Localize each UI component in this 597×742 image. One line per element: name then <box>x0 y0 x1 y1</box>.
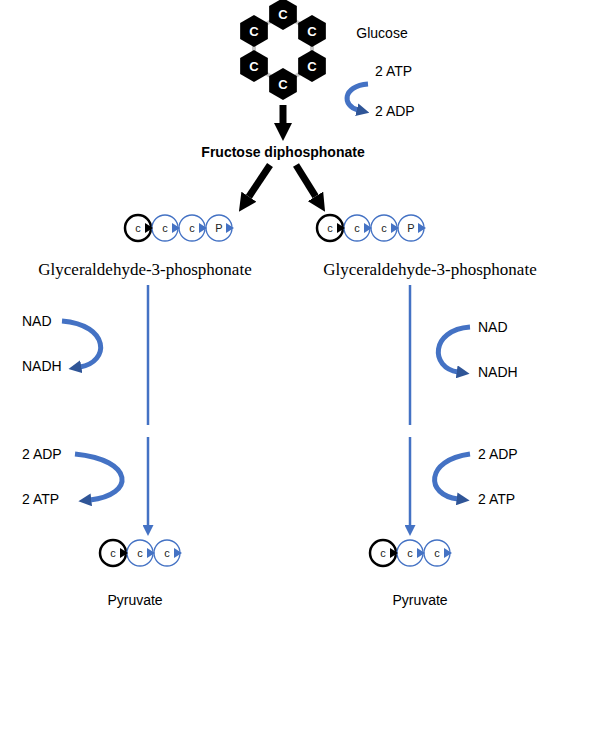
bond-mark <box>147 548 155 558</box>
atom-symbol: C <box>249 24 258 39</box>
pathway-arrow <box>409 285 412 525</box>
compound-label: Glyceraldehyde-3-phosphonate <box>323 260 536 280</box>
atom-symbol: C <box>249 59 258 74</box>
atom-symbol: c <box>137 547 143 559</box>
curved-arrow <box>347 84 368 110</box>
compound-label: Fructose diphosphonate <box>201 144 364 160</box>
pathway-arrow <box>296 165 316 196</box>
cofactor-label: 2 ADP <box>22 446 62 462</box>
atom-symbol: C <box>307 24 316 39</box>
bond-mark <box>199 223 207 233</box>
pathway-arrow <box>147 285 150 525</box>
atom-symbol: C <box>278 7 287 22</box>
atom-symbol: c <box>164 547 170 559</box>
curved-arrow <box>75 454 122 500</box>
pathway-arrow <box>249 165 270 197</box>
pyruvate-molecule: c c cPyruvate <box>97 537 188 611</box>
carbon-hexagon <box>298 50 326 82</box>
carbon-hexagon <box>240 50 268 82</box>
cofactor-label: NAD <box>22 313 52 329</box>
cofactor-label: 2 ADP <box>478 446 518 462</box>
bond-mark <box>174 548 182 558</box>
atom-symbol: P <box>407 222 414 234</box>
curved-arrow <box>435 454 470 499</box>
carbon-hexagon <box>298 15 326 47</box>
atom-symbol: c <box>327 222 333 234</box>
bond-mark <box>145 223 153 233</box>
bond-mark <box>444 548 452 558</box>
curved-arrow <box>438 327 470 372</box>
glucose-molecule: C C C C C C Glucose <box>235 0 411 103</box>
curved-arrow <box>62 321 101 367</box>
bond-mark <box>417 548 425 558</box>
bond-mark <box>391 223 399 233</box>
atom-symbol: C <box>278 77 287 92</box>
cofactor-label: 2 ATP <box>375 63 412 79</box>
atom-symbol: P <box>215 222 222 234</box>
cofactor-label: 2 ADP <box>375 103 415 119</box>
carbon-hexagon <box>240 15 268 47</box>
bond-mark <box>226 223 234 233</box>
atom-symbol: c <box>407 547 413 559</box>
cofactor-label: NADH <box>22 358 62 374</box>
cofactor-label: 2 ATP <box>478 491 515 507</box>
bond-mark <box>364 223 372 233</box>
atom-symbol: c <box>380 547 386 559</box>
atom-symbol: c <box>135 222 141 234</box>
pathway-arrow <box>280 105 287 123</box>
atom-symbol: c <box>381 222 387 234</box>
bond-mark <box>172 223 180 233</box>
g3p-molecule: c c c P Glyceraldehyde-3-phosphonate <box>35 212 255 283</box>
atom-symbol: c <box>189 222 195 234</box>
compound-name: Fructose diphosphonate <box>198 141 368 163</box>
carbon-hexagon <box>269 0 297 30</box>
cofactor-label: NADH <box>478 364 518 380</box>
cofactor-label: 2 ATP <box>22 491 59 507</box>
compound-label: Pyruvate <box>107 592 162 608</box>
compound-label: Glucose <box>356 25 407 41</box>
atom-symbol: c <box>110 547 116 559</box>
compound-label: Glyceraldehyde-3-phosphonate <box>38 260 251 280</box>
carbon-hexagon <box>269 68 297 100</box>
molecule-outline <box>235 0 411 103</box>
bond-mark <box>120 548 128 558</box>
atom-symbol: C <box>307 59 316 74</box>
cofactor-label: NAD <box>478 319 508 335</box>
bond-mark <box>390 548 398 558</box>
pyruvate-molecule: c c cPyruvate <box>367 537 458 611</box>
bond-mark <box>418 223 426 233</box>
atom-symbol: c <box>354 222 360 234</box>
compound-label: Pyruvate <box>392 592 447 608</box>
g3p-molecule: c c c P Glyceraldehyde-3-phosphonate <box>314 212 540 283</box>
bond-mark <box>337 223 345 233</box>
atom-symbol: c <box>162 222 168 234</box>
atom-symbol: c <box>434 547 440 559</box>
